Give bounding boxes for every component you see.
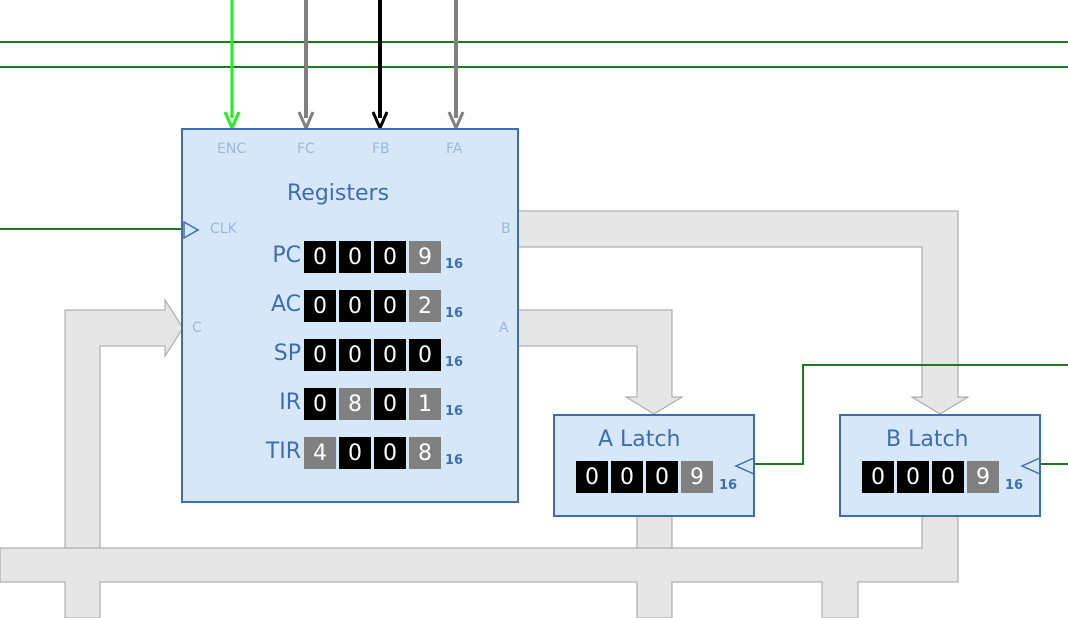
digit-cell: 9 [681, 461, 713, 493]
a-bus [517, 309, 684, 415]
a-latch-out-bus [636, 515, 673, 549]
digit-cell: 0 [304, 388, 336, 420]
digit-cell: 0 [374, 339, 406, 371]
digit-cell: 0 [339, 437, 371, 469]
digit-cell: 0 [339, 339, 371, 371]
fa-arrow [447, 0, 465, 132]
digit-cell: 1 [409, 388, 441, 420]
fb-port-label: FB [372, 141, 390, 157]
register-name-tir: TIR [265, 439, 301, 464]
register-base-sp: 16 [445, 355, 464, 370]
digit-cell: 9 [967, 461, 999, 493]
digit-cell: 0 [576, 461, 608, 493]
bottom-bus [0, 511, 959, 618]
registers-title: Registers [287, 181, 390, 206]
register-base-ir: 16 [445, 404, 464, 419]
register-base-ac: 16 [445, 306, 464, 321]
enc-port-label: ENC [217, 141, 247, 157]
register-name-ir: IR [279, 390, 301, 415]
fc-arrow [297, 0, 315, 132]
b-port-label: B [501, 221, 511, 237]
digit-cell: 0 [646, 461, 678, 493]
digit-cell: 0 [304, 339, 336, 371]
digit-cell: 8 [409, 437, 441, 469]
digit-cell: 9 [409, 241, 441, 273]
b-latch-base: 16 [1005, 478, 1024, 493]
digit-cell: 0 [862, 461, 894, 493]
enc-arrow [223, 0, 241, 132]
a-latch-title: A Latch [598, 427, 681, 452]
c-bus [64, 298, 184, 549]
register-name-sp: SP [273, 341, 301, 366]
digit-cell: 0 [339, 290, 371, 322]
c-port-label: C [192, 320, 202, 336]
digit-cell: 0 [611, 461, 643, 493]
digit-cell: 0 [897, 461, 929, 493]
digit-cell: 0 [374, 388, 406, 420]
a-port-label: A [499, 320, 509, 336]
clk-triangle-icon [183, 220, 200, 240]
digit-cell: 0 [374, 437, 406, 469]
b-latch-clk-triangle-icon [1020, 456, 1041, 476]
digit-cell: 0 [304, 241, 336, 273]
a-latch-clk-wire [754, 364, 1068, 465]
b-bus [517, 210, 970, 415]
digit-cell: 4 [304, 437, 336, 469]
register-base-tir: 16 [445, 453, 464, 468]
digit-cell: 0 [374, 290, 406, 322]
clk-port-label: CLK [210, 221, 237, 237]
b-latch-title: B Latch [886, 427, 969, 452]
register-base-pc: 16 [445, 257, 464, 272]
register-name-ac: AC [270, 292, 301, 317]
a-latch-clk-triangle-icon [734, 456, 755, 476]
fc-port-label: FC [297, 141, 315, 157]
register-name-pc: PC [272, 243, 301, 268]
digit-cell: 0 [374, 241, 406, 273]
digit-cell: 0 [304, 290, 336, 322]
digit-cell: 0 [932, 461, 964, 493]
digit-cell: 0 [409, 339, 441, 371]
a-latch-base: 16 [719, 478, 738, 493]
digit-cell: 0 [339, 241, 371, 273]
fa-port-label: FA [446, 141, 463, 157]
digit-cell: 8 [339, 388, 371, 420]
fb-arrow [371, 0, 389, 132]
digit-cell: 2 [409, 290, 441, 322]
